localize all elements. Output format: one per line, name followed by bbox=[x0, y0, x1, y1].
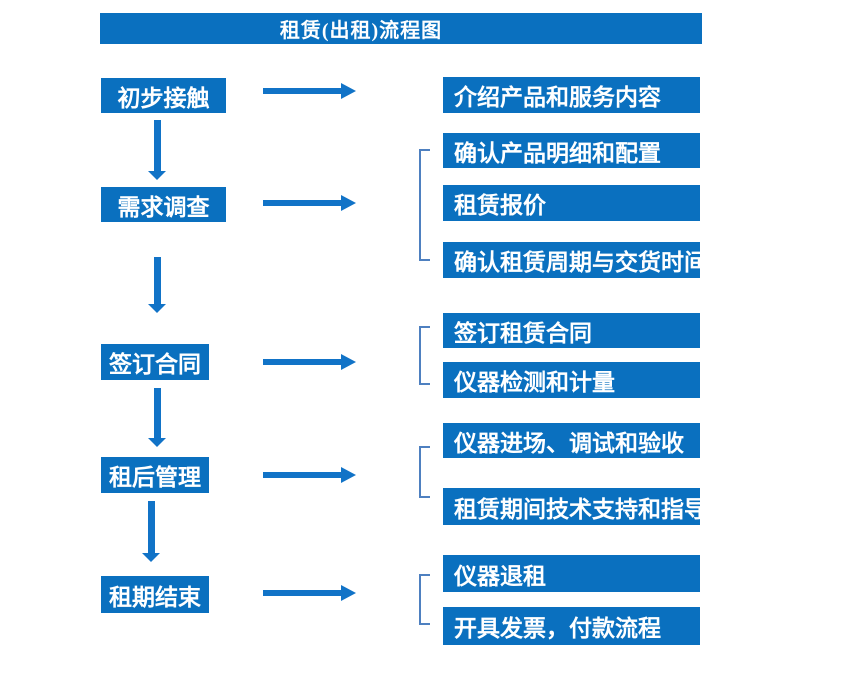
detail-box-intro-products: 介绍产品和服务内容 bbox=[443, 77, 700, 113]
down-arrow-2 bbox=[148, 257, 166, 313]
arrow-head bbox=[148, 304, 166, 313]
arrow-head bbox=[148, 438, 166, 447]
down-arrow-3 bbox=[148, 388, 166, 447]
group-bracket-sign-contract bbox=[419, 326, 430, 385]
arrow-head bbox=[341, 83, 356, 99]
arrow-shaft bbox=[263, 472, 342, 478]
right-arrow-2 bbox=[263, 195, 356, 211]
arrow-shaft bbox=[263, 88, 342, 94]
group-bracket-demand-survey bbox=[419, 149, 430, 261]
right-arrow-3 bbox=[263, 354, 356, 370]
arrow-head bbox=[341, 354, 356, 370]
arrow-head bbox=[341, 195, 356, 211]
arrow-head bbox=[142, 553, 160, 562]
arrow-shaft bbox=[148, 501, 155, 553]
arrow-shaft bbox=[154, 257, 161, 304]
arrow-shaft bbox=[263, 590, 342, 596]
right-arrow-1 bbox=[263, 83, 356, 99]
detail-box-rental-quote: 租赁报价 bbox=[443, 185, 700, 221]
flowchart-title: 租赁(出租)流程图 bbox=[100, 13, 702, 44]
step-box-rental-end: 租期结束 bbox=[101, 576, 209, 613]
down-arrow-1 bbox=[148, 120, 166, 180]
group-bracket-post-rental bbox=[419, 446, 430, 498]
detail-box-tech-support: 租赁期间技术支持和指导 bbox=[443, 488, 707, 525]
arrow-shaft bbox=[263, 359, 342, 365]
detail-box-invoice-payment: 开具发票，付款流程 bbox=[443, 607, 700, 645]
step-box-post-rental: 租后管理 bbox=[101, 457, 209, 493]
down-arrow-4 bbox=[142, 501, 160, 562]
group-bracket-rental-end bbox=[419, 574, 430, 625]
arrow-head bbox=[341, 585, 356, 601]
detail-box-instrument-return: 仪器退租 bbox=[443, 555, 700, 592]
arrow-shaft bbox=[154, 388, 161, 438]
detail-box-confirm-product: 确认产品明细和配置 bbox=[443, 133, 700, 168]
step-box-demand-survey: 需求调查 bbox=[101, 187, 226, 222]
arrow-shaft bbox=[263, 200, 342, 206]
detail-box-instrument-testing: 仪器检测和计量 bbox=[443, 362, 700, 398]
detail-box-instrument-entry: 仪器进场、调试和验收 bbox=[443, 423, 700, 458]
step-box-sign-contract: 签订合同 bbox=[101, 344, 209, 380]
detail-box-sign-rental-contract: 签订租赁合同 bbox=[443, 313, 700, 348]
detail-box-confirm-period: 确认租赁周期与交货时间 bbox=[443, 242, 707, 278]
arrow-head bbox=[148, 171, 166, 180]
arrow-shaft bbox=[154, 120, 161, 171]
arrow-head bbox=[341, 467, 356, 483]
right-arrow-4 bbox=[263, 467, 356, 483]
right-arrow-5 bbox=[263, 585, 356, 601]
step-box-initial-contact: 初步接触 bbox=[101, 78, 226, 113]
